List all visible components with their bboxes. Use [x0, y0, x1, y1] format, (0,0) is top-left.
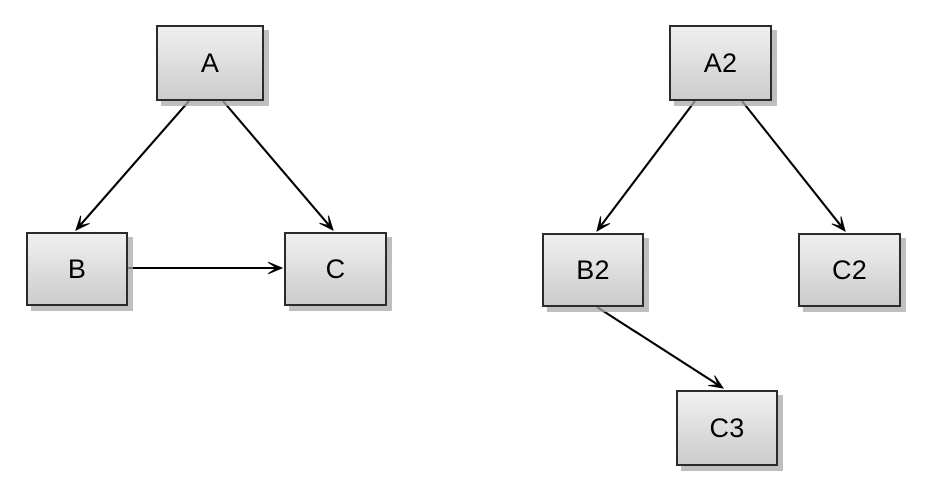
edge-line	[222, 100, 333, 230]
node-b2[interactable]: B2	[542, 233, 644, 307]
node-a2[interactable]: A2	[669, 25, 772, 101]
node-label: B	[67, 253, 87, 284]
edge-arrowhead	[319, 215, 334, 231]
edge-a-b[interactable]	[75, 100, 190, 231]
node-b[interactable]: B	[26, 232, 128, 306]
node-label: A2	[703, 47, 738, 78]
node-label: A	[200, 47, 220, 78]
edge-line	[76, 100, 190, 230]
node-c2[interactable]: C2	[798, 233, 901, 307]
edge-a-c[interactable]	[222, 100, 334, 231]
node-label: C3	[709, 412, 745, 443]
edge-arrowhead	[75, 215, 90, 231]
edge-a2-c2[interactable]	[741, 100, 846, 233]
edge-arrowhead	[596, 216, 611, 233]
edge-arrowhead	[267, 261, 284, 275]
edge-line	[596, 306, 723, 389]
edge-a2-b2[interactable]	[596, 100, 696, 233]
edge-b-c[interactable]	[128, 261, 284, 275]
edge-b2-c3[interactable]	[596, 306, 725, 389]
edge-arrowhead	[831, 216, 846, 233]
node-c[interactable]: C	[284, 232, 387, 306]
node-c3[interactable]: C3	[676, 390, 778, 466]
node-label: B2	[576, 254, 610, 285]
node-label: C2	[832, 254, 867, 285]
edge-line	[741, 100, 845, 231]
node-a[interactable]: A	[156, 25, 264, 101]
edge-arrowhead	[708, 375, 725, 389]
node-label: C	[325, 253, 346, 284]
edge-line	[597, 100, 696, 231]
